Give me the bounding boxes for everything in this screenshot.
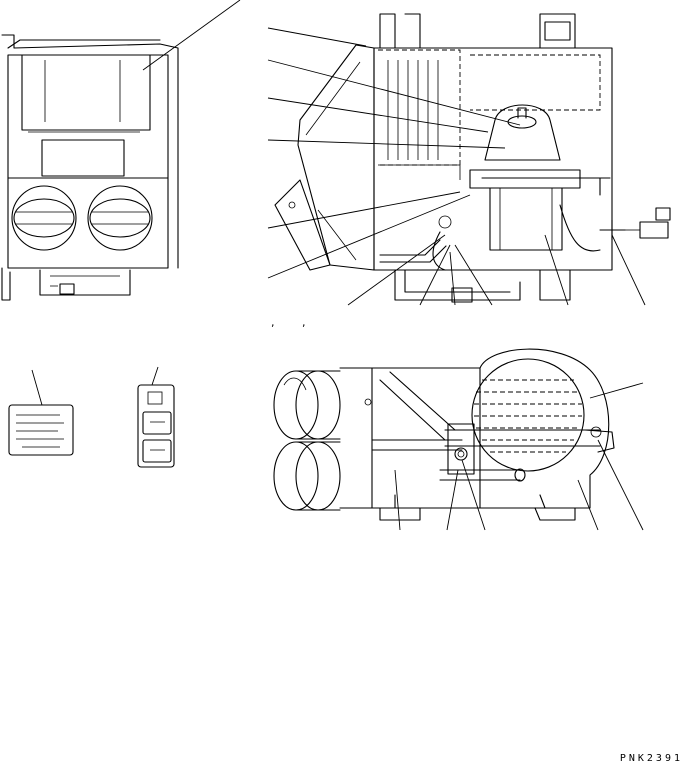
heater-unit-front-view bbox=[1, 0, 241, 301]
duct-outlet-lower bbox=[273, 441, 341, 511]
control-switch bbox=[137, 366, 175, 468]
separator-mark-1: , bbox=[271, 316, 275, 329]
air-outlet-left bbox=[11, 185, 77, 251]
duct-outlet-upper bbox=[273, 370, 341, 440]
blower-motor bbox=[469, 104, 611, 251]
separator-mark-2: , bbox=[302, 316, 306, 329]
air-outlet-right bbox=[87, 185, 153, 251]
harness-connector bbox=[599, 207, 671, 241]
heater-unit-bottom-view bbox=[273, 348, 644, 531]
caution-label-plate bbox=[8, 369, 74, 456]
drawing-reference-code: PNK2391 bbox=[619, 753, 683, 764]
heater-unit-side-view bbox=[267, 13, 671, 306]
